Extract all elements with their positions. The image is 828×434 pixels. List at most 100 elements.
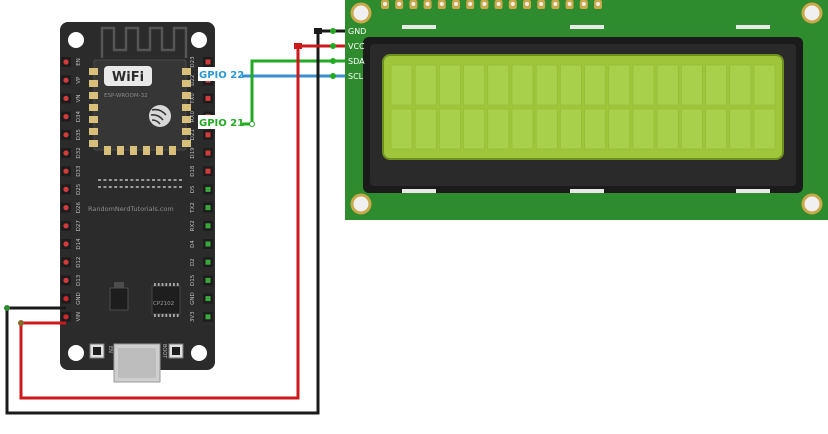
lcd-pin-scl (330, 73, 336, 79)
module-pad (89, 128, 98, 135)
lcd-char-cell (753, 64, 776, 106)
en-button-cap (93, 347, 101, 355)
right-pin-header (203, 57, 213, 322)
left-header-pin-pad (63, 314, 69, 320)
lcd-header-pin-hole (567, 2, 572, 6)
board-hole-bl (68, 345, 84, 361)
right-header-pin-pad (205, 168, 211, 174)
right-pin-label: D23 (190, 56, 196, 68)
silkscreen-dot (135, 186, 139, 188)
module-pad (89, 140, 98, 147)
silkscreen-dot (114, 186, 118, 188)
wire-gnd-black (5, 29, 345, 415)
lcd-module: GND VCC SDA SCL (345, 0, 828, 220)
lcd-mount-hole-bl (350, 193, 372, 215)
right-pin-label: TX2 (190, 202, 196, 214)
left-pin-label: VP (76, 76, 82, 84)
lcd-header-pin-hole (439, 2, 444, 6)
left-pin-label: D35 (76, 129, 82, 141)
right-pin-label: RX0 (190, 111, 196, 123)
lcd-char-cell (560, 108, 582, 150)
chip-pin (157, 314, 160, 317)
lcd-char-cell (390, 64, 413, 106)
module-pad (182, 68, 191, 75)
left-pin-labels: ENVPVND34D35D32D33D25D26D27D14D12D13GNDV… (76, 58, 82, 321)
module-pad (89, 68, 98, 75)
left-header-pin-pad (63, 205, 69, 211)
lcd-char-cell (560, 64, 582, 106)
chip-pins (154, 283, 179, 317)
chip-pin (154, 283, 156, 286)
right-header-pin-pad (205, 314, 211, 320)
right-header-pin-pad (205, 95, 211, 101)
lcd-char-cell (390, 108, 413, 150)
left-pin-label: D34 (76, 110, 82, 122)
left-header-pin-pad (63, 259, 69, 265)
lcd-char-cell (729, 64, 752, 106)
left-header-pin-pad (63, 277, 69, 283)
silkscreen-dot (152, 186, 155, 188)
lcd-header-pin-hole (539, 2, 544, 6)
module-pad (182, 80, 191, 87)
wire-end-gnd-lcd (314, 28, 322, 34)
right-pin-label: D4 (190, 240, 196, 248)
silkscreen-dot (119, 186, 123, 188)
lcd-header-pin-hole (596, 2, 600, 6)
lcd-header-pins (381, 0, 602, 9)
left-header-pin-pad (63, 132, 69, 138)
right-header-pin-pad (205, 223, 211, 229)
left-header-pin-pad (63, 223, 69, 229)
silkscreen-dot (146, 179, 150, 181)
lcd-pin-labels: GND VCC SDA SCL (348, 27, 366, 81)
left-pin-label: D25 (76, 183, 82, 195)
right-header-pin-pad (205, 277, 211, 283)
silkscreen-dot (119, 179, 123, 181)
right-header-pin-pad (205, 59, 211, 65)
left-header-pin-pad (63, 186, 69, 192)
lcd-header-pin-hole (383, 2, 387, 6)
left-pin-label: D13 (76, 274, 82, 286)
left-header-pin-pad (63, 296, 69, 302)
left-header-pin-pad (63, 59, 69, 65)
chip-pin (161, 314, 164, 317)
board-hole-br (191, 345, 207, 361)
module-pad (117, 146, 124, 155)
lcd-char-cell (511, 64, 534, 106)
wire-joint-sda (249, 121, 255, 127)
silkscreen-dot (152, 179, 155, 181)
silkscreen-dot (162, 186, 166, 188)
wire-vcc-red (19, 44, 345, 400)
gpio21-label-bg (198, 115, 242, 129)
left-pin-label: D27 (76, 220, 82, 232)
lcd-pin-gnd (330, 28, 336, 34)
silkscreen-dot (162, 179, 166, 181)
lcd-mount-hole-br (801, 193, 823, 215)
chip-pin (165, 283, 168, 286)
boot-button-cap (172, 347, 180, 355)
module-pad (182, 104, 191, 111)
lcd-char-cell (608, 64, 631, 106)
lcd-header-pin-hole (425, 2, 430, 6)
lcd-char-cell (608, 108, 631, 150)
antenna-trace (100, 26, 188, 58)
lcd-pin-label-gnd: GND (348, 27, 366, 36)
silkscreen-dot (125, 179, 128, 181)
chip-pin (176, 314, 179, 317)
watermark: RandomNerdTutorials.com (88, 205, 174, 213)
chip-pin (161, 283, 164, 286)
right-pin-label: 3V3 (190, 311, 196, 322)
module-pad (89, 92, 98, 99)
wifi-logo-box (104, 66, 152, 86)
module-pad (89, 104, 98, 111)
silkscreen-dot (173, 179, 177, 181)
chip-pin (169, 314, 171, 317)
wire-end-vcc-lcd (294, 43, 302, 49)
module-pad (89, 80, 98, 87)
left-header-pin-pad (63, 77, 69, 83)
lcd-pin-vcc (330, 43, 336, 49)
lcd-char-cell (439, 108, 461, 150)
module-pad (130, 146, 137, 155)
module-pad (156, 146, 163, 155)
left-header-pin-pad (63, 114, 69, 120)
chip-pin (169, 283, 171, 286)
